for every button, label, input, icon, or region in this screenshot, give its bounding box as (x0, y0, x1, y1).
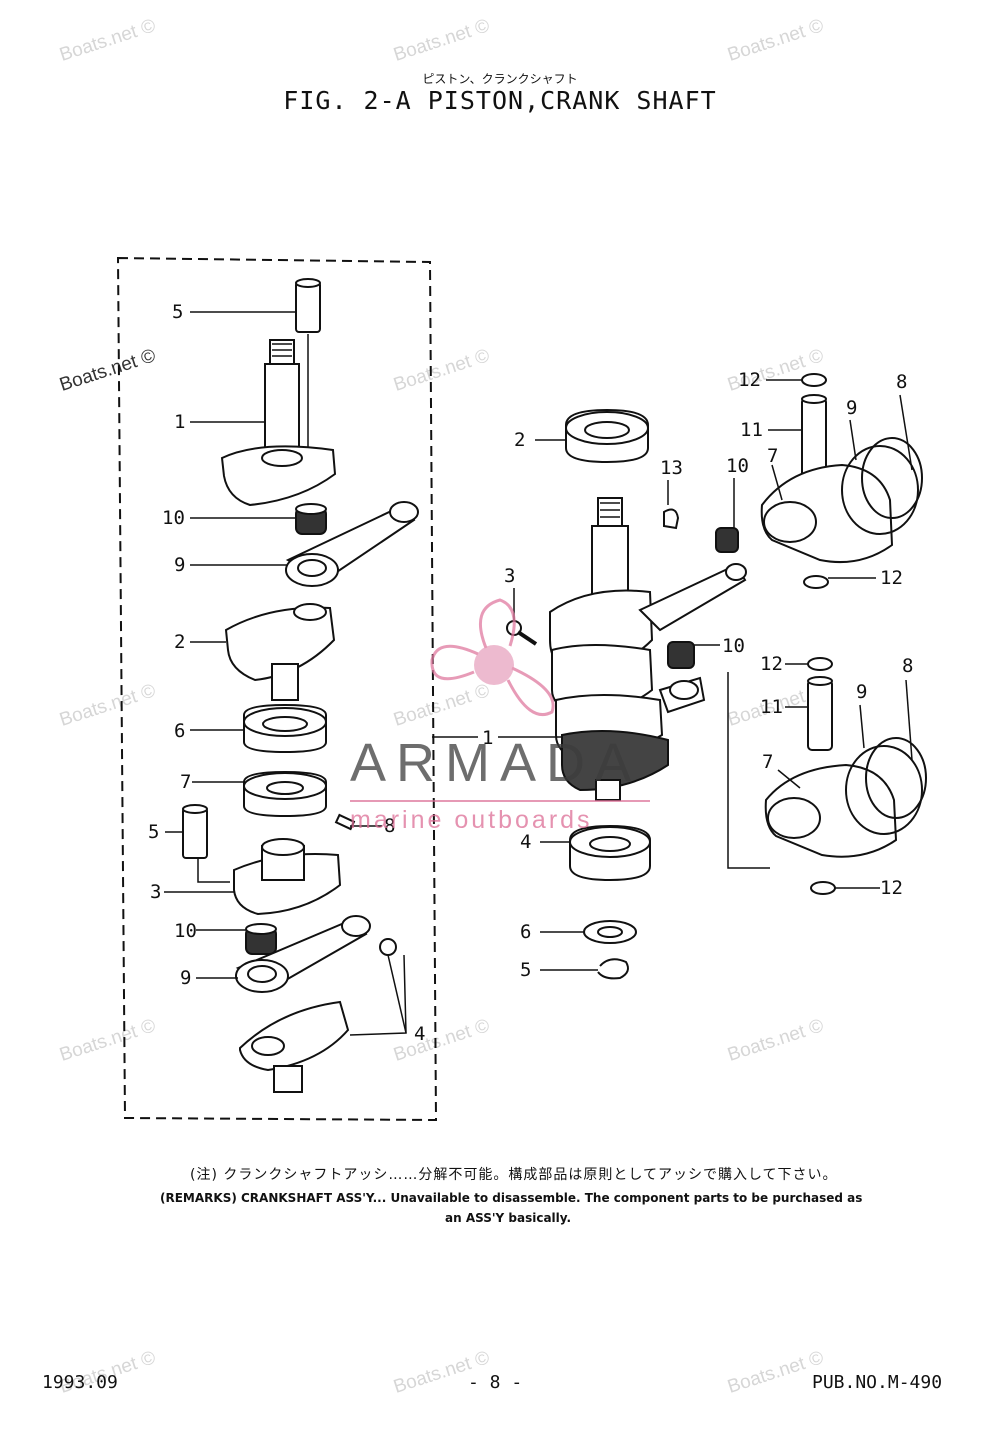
callout-10: 10 (726, 455, 749, 477)
callout-12: 12 (760, 653, 783, 675)
callout-11: 11 (740, 419, 763, 441)
part-1-crank-upper-half (220, 339, 337, 507)
armada-logo-word: ARMADA (350, 733, 642, 793)
part-5-pin-lower (182, 804, 208, 859)
callout-11: 11 (760, 696, 783, 718)
callout-2: 2 (174, 631, 185, 653)
callout-5: 5 (172, 301, 183, 323)
armada-propeller-icon (430, 598, 555, 717)
remarks-japanese: (注) クランクシャフトアッシ……分解不可能。構成部品は原則としてアッシで購入し… (190, 1167, 838, 1183)
callout-6: 6 (174, 720, 185, 742)
callout-5: 5 (148, 821, 159, 843)
armada-logo-divider (350, 800, 650, 802)
part-10-needle-bearing-upper (295, 503, 327, 535)
part-4-ball-bearing-right (569, 824, 651, 882)
footer-date: 1993.09 (42, 1372, 118, 1393)
crankshaft-assembly-box (116, 256, 438, 1122)
part-1-crankshaft-assembly (549, 497, 747, 801)
callout-12: 12 (738, 369, 761, 391)
part-3-crank-web-lower (233, 838, 342, 916)
part-4-crank-web-bottom (239, 938, 397, 1093)
callout-12: 12 (880, 877, 903, 899)
part-10-needle-bearing-right-upper (715, 527, 739, 553)
callout-8: 8 (902, 655, 913, 677)
callout-8: 8 (896, 371, 907, 393)
part-9-connecting-rod-lower (235, 915, 371, 993)
part-5-circlip (597, 958, 629, 980)
footer-publication-number: PUB.NO.M-490 (812, 1372, 943, 1393)
armada-logo-tagline: marine outboards (350, 806, 593, 834)
part-2-ball-bearing-right (565, 408, 649, 464)
callout-12: 12 (880, 567, 903, 589)
callout-1: 1 (174, 411, 185, 433)
callout-3: 3 (504, 565, 515, 587)
part-10-needle-bearing-right-lower (667, 641, 695, 669)
remarks-english-line1: (REMARKS) CRANKSHAFT ASS'Y... Unavailabl… (160, 1191, 863, 1205)
callout-7: 7 (767, 445, 778, 467)
part-13-woodruff-key (663, 508, 680, 530)
callout-6: 6 (520, 921, 531, 943)
callout-9: 9 (180, 967, 191, 989)
figure-title: FIG. 2-A PISTON,CRANK SHAFT (283, 86, 717, 115)
part-10-needle-bearing-lower (245, 923, 277, 955)
remarks-english-line2: an ASS'Y basically. (445, 1211, 572, 1225)
part-6-washer (583, 920, 637, 944)
callout-7: 7 (762, 751, 773, 773)
callout-9: 9 (846, 397, 857, 419)
callout-1: 1 (482, 727, 493, 749)
figure-title-japanese: ピストン、クランクシャフト (422, 72, 578, 86)
callout-13: 13 (660, 457, 683, 479)
piston-assembly-upper (760, 373, 923, 589)
callout-2: 2 (514, 429, 525, 451)
callout-8: 8 (384, 815, 395, 837)
footer-page-number: - 8 - (468, 1372, 523, 1393)
callout-4: 4 (414, 1023, 425, 1045)
callout-9: 9 (856, 681, 867, 703)
callout-3: 3 (150, 881, 161, 903)
callout-10: 10 (162, 507, 185, 529)
part-2-crank-web (224, 603, 336, 701)
callout-5: 5 (520, 959, 531, 981)
callout-9: 9 (174, 554, 185, 576)
callout-10: 10 (722, 635, 745, 657)
part-6-ball-bearing-left (243, 703, 327, 754)
part-5-pin-upper (295, 278, 321, 333)
callout-4: 4 (520, 831, 531, 853)
piston-assembly-lower (764, 657, 927, 895)
callout-7: 7 (180, 771, 191, 793)
callout-10: 10 (174, 920, 197, 942)
part-9-connecting-rod-upper (285, 501, 419, 587)
part-7-oil-seal-left (243, 770, 327, 818)
